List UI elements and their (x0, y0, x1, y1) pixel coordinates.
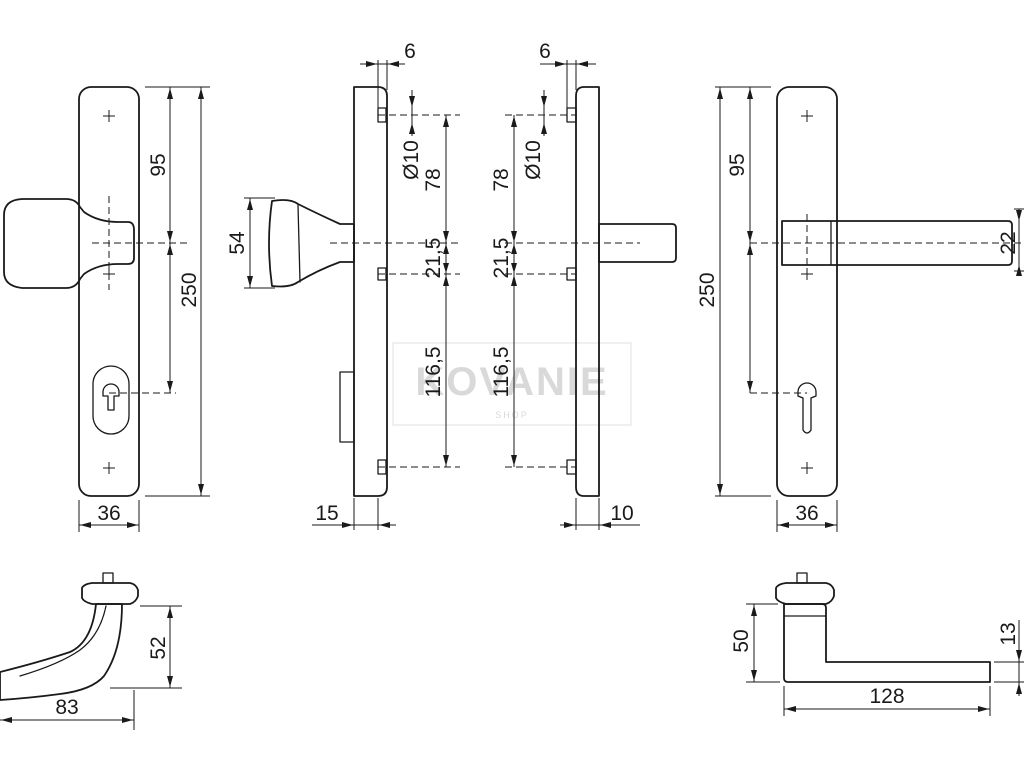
dim-250-total: 250 (178, 272, 201, 307)
screw-mark-top (103, 110, 115, 122)
dim-250-lever: 250 (696, 272, 719, 307)
watermark: KOVANIE SHOP (392, 342, 632, 426)
dim-54-knob: 54 (226, 231, 249, 255)
dim-95-lever: 95 (726, 153, 749, 176)
watermark-brand: KOVANIE (415, 360, 608, 404)
dim-50-lever-top: 50 (730, 629, 753, 652)
dim-95-top: 95 (147, 153, 170, 176)
lever-backplate (776, 86, 838, 497)
knob-side (268, 199, 355, 288)
dim-116-5-lever: 116,5 (490, 347, 513, 398)
dim-22-lever: 22 (997, 231, 1020, 254)
dim-dia10-lever: Ø10 (522, 140, 545, 180)
watermark-sub: SHOP (495, 410, 529, 420)
lever-top-rose (775, 582, 835, 605)
dim-78-lever: 78 (490, 168, 513, 191)
dim-52-knob-top: 52 (147, 636, 170, 659)
cylinder-hole (102, 383, 120, 411)
lever-handle (781, 220, 1013, 266)
knob-top-view: 52 83 (0, 572, 182, 730)
dim-6-lever: 6 (539, 40, 551, 63)
dim-6-knob: 6 (404, 40, 416, 63)
dim-128-lever-top: 128 (869, 685, 904, 708)
lever-keyhole (797, 382, 817, 434)
knob-backplate (78, 86, 140, 497)
lever-plate-front-view: 95 250 22 36 (696, 86, 1024, 532)
dim-21-5-lever: 21,5 (490, 238, 513, 279)
dim-dia10-knob: Ø10 (400, 140, 423, 180)
knob-body (3, 198, 135, 289)
dim-83-knob-top: 83 (55, 696, 78, 719)
dim-13-lever-top: 13 (997, 622, 1020, 645)
knob-plate-front-view: 95 250 36 (3, 86, 210, 532)
dim-21-5-knob: 21,5 (422, 238, 445, 279)
dim-116-5-knob: 116,5 (422, 347, 445, 398)
side-plate-lever (575, 86, 600, 497)
knob-top-neck (0, 603, 123, 701)
knob-top-rose (81, 582, 139, 605)
cylinder-protrusion (339, 371, 355, 443)
dim-10-lever: 10 (610, 502, 633, 525)
screw-mark-bottom (103, 462, 115, 474)
cylinder-cutout (92, 365, 130, 435)
dim-78-knob: 78 (422, 168, 445, 191)
dim-36-width: 36 (97, 502, 120, 525)
lever-side-profile-view: 6 Ø10 78 21,5 116,5 10 (490, 40, 677, 530)
lever-top-arm (783, 603, 991, 683)
lever-top-view: 50 13 128 (730, 572, 1024, 716)
knob-side-profile-view: 6 Ø10 78 21,5 116,5 54 15 (226, 40, 460, 530)
dim-15-knob: 15 (315, 502, 338, 525)
dim-36-lever: 36 (795, 502, 818, 525)
lever-side-stub (598, 223, 677, 263)
side-plate-knob (353, 86, 388, 497)
